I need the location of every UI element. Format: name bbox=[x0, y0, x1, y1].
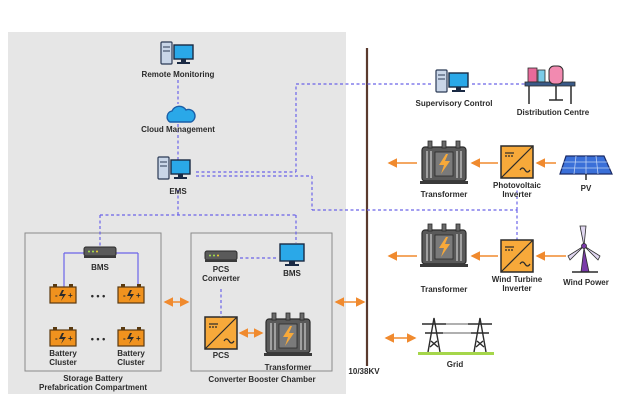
monitor-icon bbox=[279, 243, 305, 262]
pcs-converter-label: PCS bbox=[213, 265, 230, 274]
battery-icon bbox=[49, 326, 77, 347]
distribution-centre-node: Distribution Centre bbox=[517, 65, 590, 117]
transformer-icon bbox=[263, 312, 313, 357]
bms-wiring bbox=[63, 252, 139, 287]
supervisory-control-label: Supervisory Control bbox=[416, 99, 493, 108]
pv-inverter-label: Photovoltaic bbox=[493, 181, 542, 190]
battery-icon bbox=[117, 283, 145, 304]
pv-inverter-label-2: Inverter bbox=[502, 190, 531, 199]
bms-node-right: BMS bbox=[279, 243, 305, 278]
router-icon bbox=[83, 246, 117, 259]
communication-links bbox=[99, 80, 526, 259]
wind-turbine-icon bbox=[567, 225, 601, 273]
pcs-label: PCS bbox=[213, 351, 230, 360]
grid-ground bbox=[418, 352, 494, 355]
ellipsis-bottom: • • • bbox=[91, 334, 105, 344]
chamber-transformer-node: Transformer bbox=[263, 312, 313, 372]
bms-left-label: BMS bbox=[91, 263, 109, 272]
power-links-left bbox=[163, 297, 366, 338]
wind-row: Transformer Wind Turbine Inverter Wind P… bbox=[387, 223, 609, 294]
supervisory-control-node: Supervisory Control bbox=[416, 69, 493, 108]
wind-power-label: Wind Power bbox=[563, 278, 609, 287]
battery-icon bbox=[117, 326, 145, 347]
pv-label: PV bbox=[581, 184, 592, 193]
ems-node: EMS bbox=[157, 156, 191, 196]
cloud-management-label: Cloud Management bbox=[141, 125, 215, 134]
pcs-converter-node: PCS Converter bbox=[202, 250, 240, 283]
cloud-icon bbox=[166, 105, 196, 123]
ems-label: EMS bbox=[169, 187, 187, 196]
distribution-centre-label: Distribution Centre bbox=[517, 108, 590, 117]
cloud-management-node: Cloud Management bbox=[141, 105, 215, 134]
computer-icon bbox=[435, 69, 469, 93]
remote-monitoring-node: Remote Monitoring bbox=[142, 41, 215, 79]
battery-icon bbox=[49, 283, 77, 304]
pcs-converter-label-2: Converter bbox=[202, 274, 240, 283]
bms-right-label: BMS bbox=[283, 269, 301, 278]
busbar-voltage-label: 10/38KV bbox=[348, 367, 380, 376]
ellipsis-top: • • • bbox=[91, 291, 105, 301]
battery-cluster-2-label: Battery bbox=[117, 349, 145, 358]
storage-compartment-box bbox=[24, 232, 162, 372]
converter-chamber-box bbox=[190, 232, 333, 372]
chair-icon bbox=[548, 65, 564, 85]
pv-row: Transformer Photovoltaic Inverter PV bbox=[387, 140, 613, 199]
transformer-icon bbox=[419, 140, 469, 185]
wind-inverter-label-2: Inverter bbox=[502, 284, 531, 293]
chamber-transformer-label: Transformer bbox=[265, 363, 312, 372]
power-tower-icon bbox=[422, 317, 492, 353]
grid-label: Grid bbox=[447, 360, 464, 369]
storage-compartment-title-2: Prefabrication Compartment bbox=[39, 383, 147, 392]
grid-node: Grid bbox=[384, 317, 494, 369]
converter-chamber-title: Converter Booster Chamber bbox=[208, 375, 315, 384]
battery-cluster-2-label-2: Cluster bbox=[117, 358, 145, 367]
pcs-node: PCS bbox=[204, 316, 238, 360]
remote-monitoring-label: Remote Monitoring bbox=[142, 70, 215, 79]
transformer-icon bbox=[419, 223, 469, 268]
wind-inverter-label: Wind Turbine bbox=[492, 275, 543, 284]
pv-transformer-label: Transformer bbox=[421, 190, 468, 199]
wind-transformer-label: Transformer bbox=[421, 285, 468, 294]
binder-icon bbox=[527, 67, 538, 83]
battery-cluster-1-label-2: Cluster bbox=[49, 358, 77, 367]
inverter-icon bbox=[500, 145, 534, 179]
solar-panel-icon bbox=[559, 155, 613, 180]
inverter-icon bbox=[204, 316, 238, 350]
storage-compartment-title: Storage Battery bbox=[63, 374, 123, 383]
bms-node-left: BMS bbox=[83, 246, 117, 272]
battery-cluster-1-label: Battery bbox=[49, 349, 77, 358]
inverter-icon bbox=[500, 239, 534, 273]
router-icon bbox=[204, 250, 238, 263]
battery-clusters: • • • • • • Battery Cluster Battery Clus… bbox=[49, 283, 145, 367]
